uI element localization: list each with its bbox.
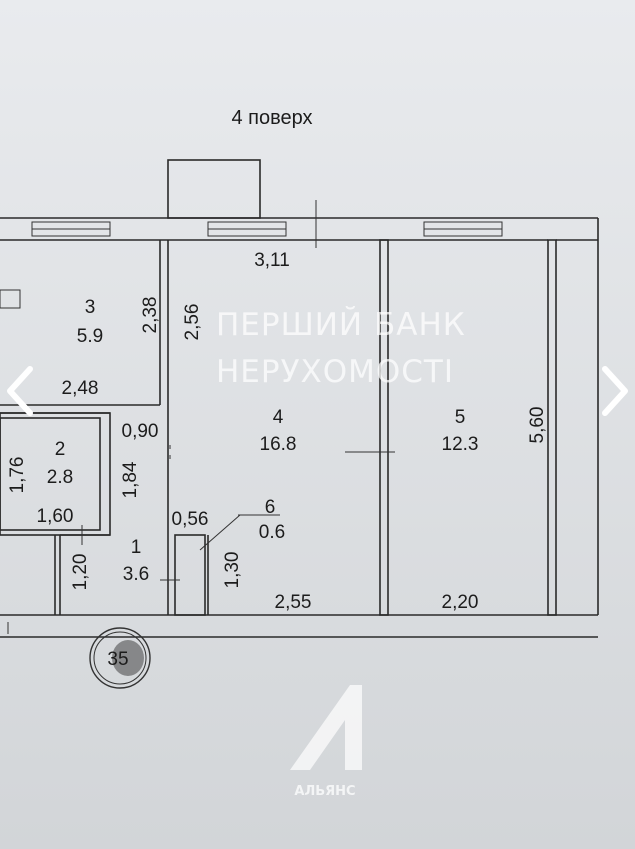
room-labels: 3 5.9 4 16.8 5 12.3 2 2.8 1 3.6 6 0.6 [47, 297, 479, 585]
room-5-area: 12.3 [442, 434, 479, 455]
room-2-number: 2 [55, 439, 66, 460]
dim-label: 5,60 [527, 407, 548, 444]
room-5-number: 5 [455, 407, 466, 428]
room-1-number: 1 [131, 537, 142, 558]
watermark-logo-text: АЛЬЯНС [294, 784, 355, 799]
room-6-area: 0.6 [259, 522, 285, 543]
previous-image-button[interactable] [2, 365, 38, 421]
room-4-area: 16.8 [260, 434, 297, 455]
room-3-number: 3 [85, 297, 96, 318]
watermark: АЛЬЯНС ПЕРШИЙ БАНК НЕРУХОМОСТІ [216, 307, 466, 799]
dim-label: 2,48 [62, 378, 99, 399]
dim-label: 1,76 [7, 457, 28, 494]
dim-label: 1,20 [70, 554, 91, 591]
room-2-area: 2.8 [47, 467, 73, 488]
dim-label: 2,38 [140, 297, 161, 334]
room-6-number: 6 [265, 497, 276, 518]
watermark-line-2: НЕРУХОМОСТІ [216, 354, 454, 390]
dim-label: 1,84 [120, 461, 141, 498]
apartment-number: 35 [107, 649, 128, 670]
watermark-line-1: ПЕРШИЙ БАНК [216, 307, 466, 343]
dimension-labels: 3,11 2,38 2,56 2,48 0,90 1,76 1,84 1,60 … [7, 250, 548, 613]
room-4-number: 4 [273, 407, 284, 428]
dim-label: 2,20 [442, 592, 479, 613]
alliance-logo-icon [290, 685, 362, 770]
next-image-button[interactable] [597, 365, 633, 421]
dim-label: 0,90 [122, 421, 159, 442]
chevron-right-icon [602, 366, 628, 416]
dim-label: 1,60 [37, 506, 74, 527]
room-1-area: 3.6 [123, 564, 149, 585]
apartment-marker: 35 [89, 627, 151, 689]
room-3-area: 5.9 [77, 326, 103, 347]
chevron-left-icon [7, 366, 33, 416]
dim-label: 2,55 [275, 592, 312, 613]
floor-title: 4 поверх [231, 107, 312, 129]
walls [0, 159, 599, 638]
dim-label: 0,56 [172, 509, 209, 530]
dim-label: 2,56 [182, 304, 203, 341]
dim-label: 1,30 [222, 552, 243, 589]
dim-label: 3,11 [254, 250, 290, 271]
